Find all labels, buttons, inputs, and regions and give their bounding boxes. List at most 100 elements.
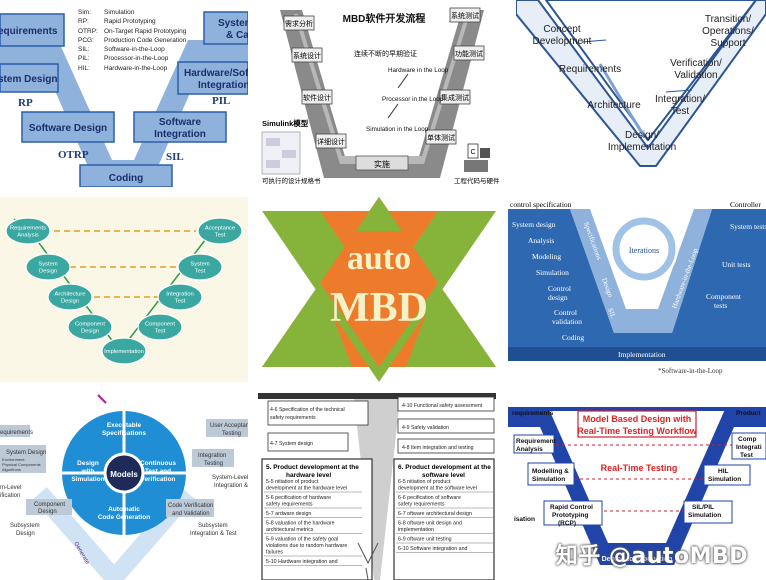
title-2: Real-Time Testing Workflow: [577, 426, 698, 436]
svg-text:and Validation: and Validation: [172, 511, 210, 517]
tile-mbd-v-model-legend: RP OTRP SIL PIL equirements stem Design …: [0, 0, 248, 187]
iso-step: safety requirements: [398, 502, 445, 508]
label-sil: Simulation in the Loop: [366, 126, 429, 133]
svg-text:Subsystem: Subsystem: [10, 523, 40, 529]
tile-blue-v-iterations: Iterations control specification Control…: [508, 197, 766, 382]
svg-text:System-Level: System-Level: [212, 475, 248, 481]
label-verification: Validation: [674, 70, 717, 81]
svg-text:Transition/: Transition/: [705, 14, 752, 25]
circle-implementation-label: Implementation: [104, 349, 144, 355]
label-architecture: Architecture: [587, 100, 641, 111]
svg-text:4-7 System design: 4-7 System design: [270, 441, 313, 447]
note-early-verification: 连续不断的早期验证: [354, 49, 417, 58]
legend-row: PIL:Processor-in-the-Loop: [78, 55, 169, 63]
quad-continuous: Verification: [140, 476, 175, 483]
svg-text:5. Product development at the: 5. Product development at the: [266, 464, 359, 471]
box-system-design: stem Design: [0, 74, 57, 85]
quad-autocode: Code Generation: [98, 514, 150, 521]
v-model-diagram-3: Concept Development Requirements Archite…: [516, 0, 766, 167]
v-model-diagram-9: Model Based Design with Real-Time Testin…: [508, 407, 766, 565]
iso-step: 5-8 valuation of the hardware: [266, 521, 335, 527]
svg-text:m-Level: m-Level: [0, 485, 21, 491]
right-item: System tests: [730, 222, 766, 231]
svg-text:Testing: Testing: [204, 461, 223, 467]
iso-step: violations due to random hardware: [266, 543, 347, 549]
svg-text:Component: Component: [706, 292, 742, 301]
center-models: Models: [110, 470, 138, 479]
box-coding: Coding: [109, 173, 143, 184]
tile-iso26262: 4-6 Specification of the technical safety…: [258, 393, 496, 580]
label-hil: Hardware in the Loop: [388, 67, 449, 74]
svg-text:safety requirements: safety requirements: [270, 415, 316, 421]
svg-text:User Acceptan: User Acceptan: [210, 423, 248, 429]
circle-right-label: Acceptance: [205, 226, 235, 232]
label-iterations: Iterations: [629, 246, 659, 255]
circle-left-label: System: [38, 262, 57, 268]
circle-right-label: Test: [215, 233, 226, 239]
autombd-logo: auto MBD: [262, 197, 496, 382]
svg-text:(RCP): (RCP): [558, 520, 576, 527]
v-model-diagram-6: Iterations control specification Control…: [508, 200, 766, 375]
svg-text:Algorithms: Algorithms: [2, 467, 21, 472]
iso-step: 5-5 nitiation of product: [266, 479, 319, 485]
circle-right-label: Test: [195, 269, 206, 275]
label-pil: Processor in the Loop: [382, 96, 444, 103]
iso-step: 5-6 pecification of hardware: [266, 495, 331, 501]
svg-text:Rapid Control: Rapid Control: [550, 504, 593, 511]
label-integration: Test: [671, 106, 690, 117]
svg-text:Analysis: Analysis: [516, 446, 543, 453]
caption-left: 可执行的设计规格书: [262, 176, 321, 185]
svg-text:Requirement: Requirement: [516, 438, 557, 445]
right-stage: 单体测试: [427, 133, 455, 142]
label-implementation: Implementation: [618, 350, 666, 359]
left-item: Analysis: [528, 236, 554, 245]
iso-step: implementation: [398, 527, 434, 533]
right-stage: 系统测试: [451, 11, 479, 20]
box-hw-sw: Hardware/Softw: [184, 68, 248, 79]
circle-left: [47, 283, 93, 311]
logo-text-mbd: MBD: [330, 285, 428, 331]
arrow-label-sil: SIL: [166, 151, 184, 163]
iso-step: safety requirements: [266, 502, 313, 508]
svg-text:Physical Components: Physical Components: [2, 462, 41, 467]
legend-row: RP:Rapid Prototyping: [78, 18, 156, 26]
svg-text:Integration/: Integration/: [655, 94, 705, 105]
tile-mbd-chinese-flow: 需求分析系统设计软件设计详细设计 系统测试功能测试集成测试单体测试 实施 MBD…: [258, 0, 506, 187]
watermark: 知乎 @autoMBD: [555, 544, 748, 569]
circle-left: [67, 313, 113, 341]
caption-right: 工程代码与硬件: [454, 176, 500, 185]
v-model-diagram-1: RP OTRP SIL PIL equirements stem Design …: [0, 11, 248, 187]
circle-implementation: [101, 337, 147, 365]
circle-left-label: Analysis: [17, 233, 39, 239]
circle-right: [157, 283, 203, 311]
left-item: design: [548, 293, 568, 302]
svg-text:4-6 Specification of the techn: 4-6 Specification of the technical: [270, 407, 345, 413]
svg-text:Subsystem: Subsystem: [198, 523, 228, 529]
left-item: Modeling: [532, 252, 561, 261]
svg-text:System Design: System Design: [6, 450, 46, 456]
circle-left-label: Design: [81, 329, 99, 335]
label-requirements: Requirements: [559, 64, 621, 75]
svg-text:Design/: Design/: [625, 130, 659, 141]
legend-row: Sim:Simulation: [78, 9, 135, 16]
circle-right-label: Integration: [166, 292, 193, 298]
left-item: validation: [552, 317, 582, 326]
circle-right: [137, 313, 183, 341]
svg-text:System: System: [218, 18, 248, 29]
circle-left: [25, 253, 71, 281]
v-model-diagram-4: RequirementsAnalysisSystemDesignArchitec…: [5, 217, 243, 365]
svg-text:Test: Test: [740, 452, 754, 459]
circle-left: [5, 217, 51, 245]
label-rt: Real-Time Testing: [601, 463, 678, 473]
iso-step: 6-10 Software integration and: [398, 546, 468, 552]
left-req: requirements: [512, 410, 554, 417]
svg-text:4-8 Item integration and testi: 4-8 Item integration and testing: [402, 445, 474, 451]
tile-autombd-logo: auto MBD: [262, 197, 496, 382]
circle-right: [197, 217, 243, 245]
circle-left-label: Requirements: [10, 226, 46, 232]
iso-step: development at the hardware level: [266, 486, 347, 492]
iso-step: 6-6 pecification of software: [398, 495, 461, 501]
left-item: Simulation: [536, 268, 569, 277]
svg-text:SIL/PIL: SIL/PIL: [692, 504, 714, 511]
right-stage: 集成测试: [441, 93, 469, 102]
